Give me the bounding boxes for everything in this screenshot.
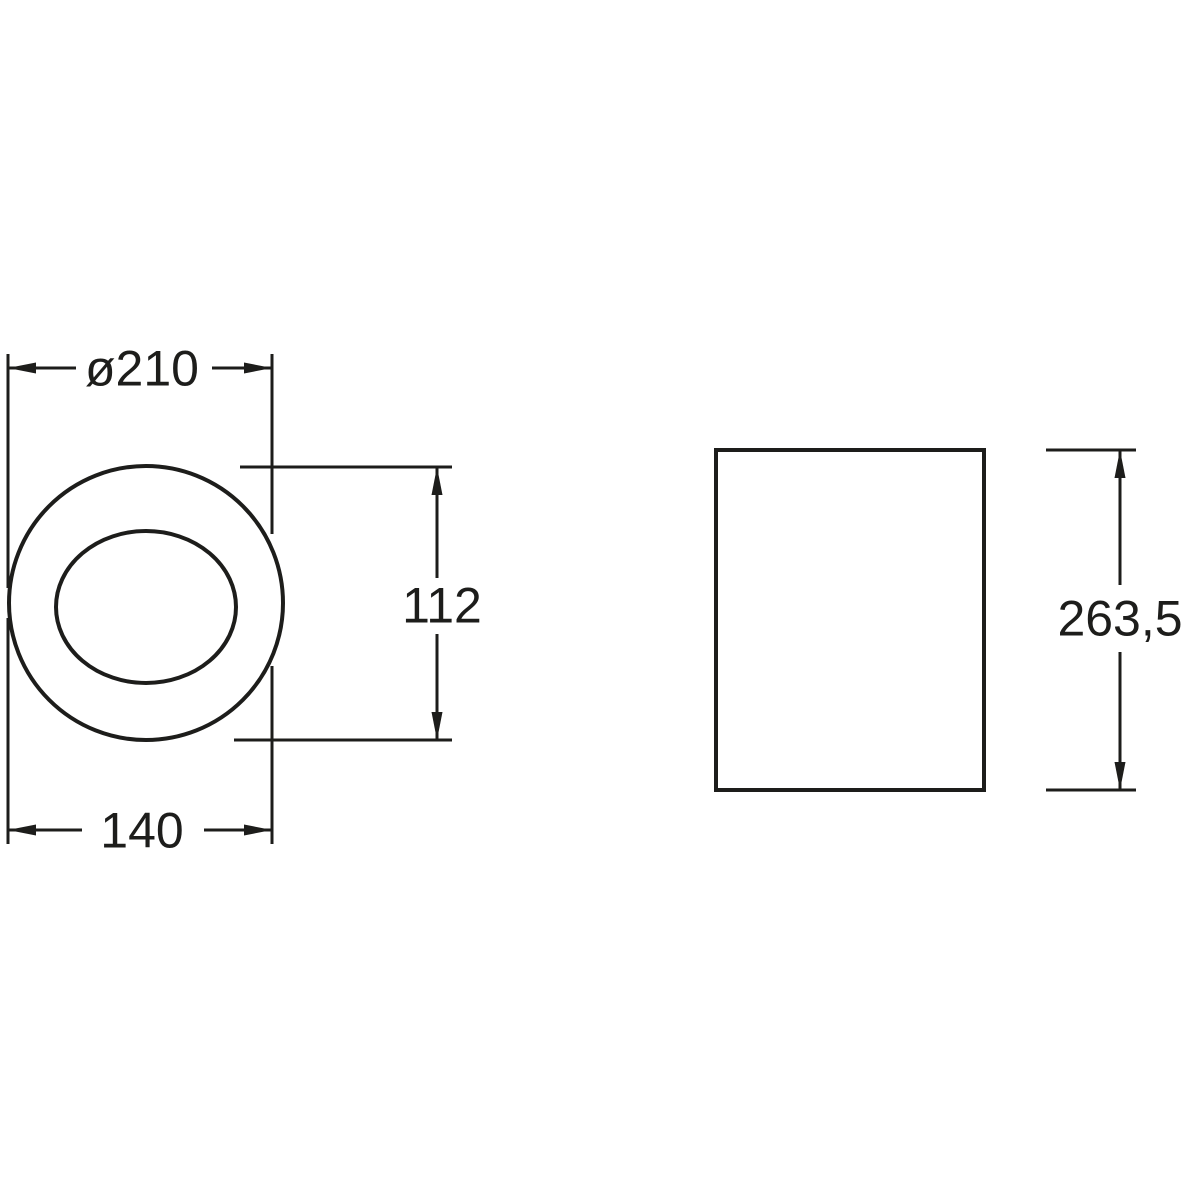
dimension-inner-height: 112 [234,465,482,742]
arrowhead-down [1114,762,1126,790]
arrowhead-left [8,824,36,836]
dimension-side-height: 263,5 [1046,448,1183,792]
arrowhead-down [431,712,443,740]
dimension-inner-height-label: 112 [402,578,482,634]
arrowhead-up [431,467,443,495]
arrowhead-right [244,824,272,836]
dimension-width: 140 [6,618,274,859]
dimension-diameter-label: ø210 [85,341,199,397]
side-view [714,448,986,792]
dimension-width-label: 140 [100,803,183,859]
front-view-outer-circle [7,464,285,742]
arrowhead-right [244,362,272,374]
dimension-diameter: ø210 [6,341,274,588]
front-view-inner-ellipse [54,529,238,685]
arrowhead-left [8,362,36,374]
dimension-side-height-label: 263,5 [1057,591,1182,647]
front-view [7,464,285,742]
arrowhead-up [1114,450,1126,478]
side-view-outline [714,448,986,792]
